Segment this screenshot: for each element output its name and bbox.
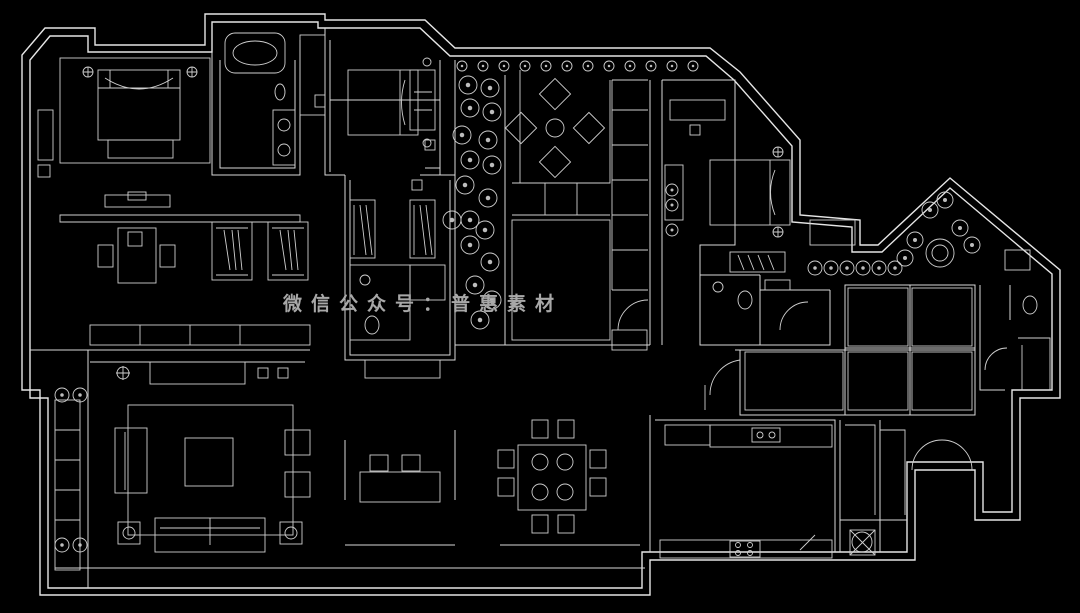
shrub-icon <box>561 60 573 72</box>
shrub-icon <box>478 130 498 150</box>
shrub-icon <box>887 260 903 276</box>
sink-icon <box>277 118 291 132</box>
shrub-icon <box>458 75 478 95</box>
door-swing-icon <box>911 439 943 471</box>
kitchen <box>659 424 973 559</box>
shrub-icon <box>482 290 502 310</box>
watermark: 微信公众号：普惠素材 <box>283 293 564 315</box>
shrub-icon <box>460 235 480 255</box>
shrub-icon <box>442 210 462 230</box>
shrub-icon <box>498 60 510 72</box>
shrub-icon <box>807 260 823 276</box>
right-garden <box>925 238 1051 390</box>
shrub-icon <box>855 260 871 276</box>
shrub-icon <box>480 78 500 98</box>
door-swing-icon <box>779 301 809 331</box>
master-bedroom <box>37 57 311 346</box>
shrub-icon <box>603 60 615 72</box>
sink-icon <box>712 281 724 293</box>
shrub-icon <box>478 188 498 208</box>
shrub-icon <box>54 60 981 553</box>
shrub-icon <box>665 223 679 237</box>
interior-walls <box>30 28 1011 588</box>
lamp-icon <box>122 526 136 540</box>
toilet-icon <box>1022 295 1038 315</box>
shrub-icon <box>465 275 485 295</box>
lamp-icon <box>284 526 298 540</box>
shrub-icon <box>482 155 502 175</box>
living-room <box>54 361 311 571</box>
shrub-icon <box>477 60 489 72</box>
courtyard-garden <box>54 60 981 553</box>
sink-icon <box>359 274 371 286</box>
sink-icon <box>277 143 291 157</box>
sofa-icon <box>114 427 148 494</box>
shrub-icon <box>54 387 70 403</box>
bathtub-icon <box>224 32 286 74</box>
shrub-icon <box>666 60 678 72</box>
door-swing-icon <box>984 347 1008 371</box>
shrub-icon <box>906 231 924 249</box>
shrub-icon <box>871 260 887 276</box>
toilet-icon <box>364 315 380 335</box>
dining-area <box>359 419 607 534</box>
shrub-icon <box>582 60 594 72</box>
shrub-icon <box>645 60 657 72</box>
toilet-icon <box>274 83 286 101</box>
shrub-icon <box>455 175 475 195</box>
shrub-icon <box>963 236 981 254</box>
bed-icon <box>709 159 791 226</box>
dining-table-icon <box>517 444 587 511</box>
shrub-icon <box>951 219 969 237</box>
shrub-icon <box>480 252 500 272</box>
shrub-icon <box>921 201 939 219</box>
lounge-set <box>504 77 606 179</box>
stove-icon <box>729 540 761 558</box>
shrub-icon <box>540 60 552 72</box>
lobby-tiles <box>704 287 973 411</box>
shrub-icon <box>896 249 914 267</box>
shrub-icon <box>687 60 699 72</box>
shrub-icon <box>936 191 954 209</box>
shrub-icon <box>823 260 839 276</box>
shrub-icon <box>456 60 468 72</box>
bedroom-2 <box>347 57 446 379</box>
shrub-icon <box>624 60 636 72</box>
toilet-icon <box>737 290 753 310</box>
shrub-icon <box>475 220 495 240</box>
shrub-icon <box>482 102 502 122</box>
shrub-icon <box>460 150 480 170</box>
shrub-icon <box>519 60 531 72</box>
shrub-icon <box>839 260 855 276</box>
shrub-icon <box>665 198 679 212</box>
shrub-icon <box>470 310 490 330</box>
shrub-icon <box>460 98 480 118</box>
master-bath <box>224 32 326 166</box>
shrub-icon <box>665 183 679 197</box>
door-swing-icon <box>617 299 649 331</box>
bedroom-3 <box>664 99 856 331</box>
shrub-icon <box>452 125 472 145</box>
bed-icon <box>347 69 419 136</box>
sink-icon <box>751 427 781 443</box>
door-swing-icon <box>709 359 741 396</box>
